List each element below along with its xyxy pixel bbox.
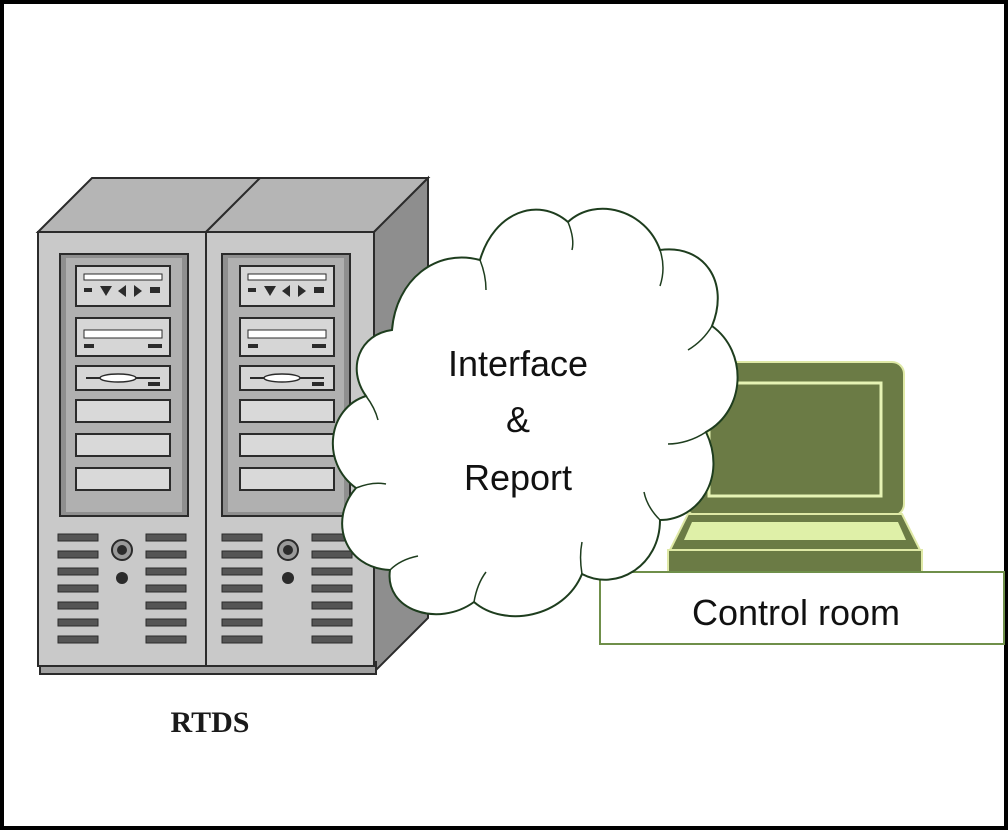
- cloud-icon: [331, 207, 739, 618]
- laptop-icon: [667, 361, 923, 573]
- cloud-line-ampersand: &: [506, 399, 530, 440]
- rtds-label: RTDS: [171, 706, 250, 739]
- server-cabinet-right: [205, 231, 375, 667]
- cloud-line-report: Report: [464, 457, 572, 498]
- control-room-label: Control room: [692, 592, 900, 633]
- cloud-line-interface: Interface: [448, 343, 588, 384]
- server-cabinet-left: [37, 231, 207, 667]
- cloud-text: Interface & Report: [448, 343, 588, 498]
- control-room-box: Control room: [599, 571, 1005, 645]
